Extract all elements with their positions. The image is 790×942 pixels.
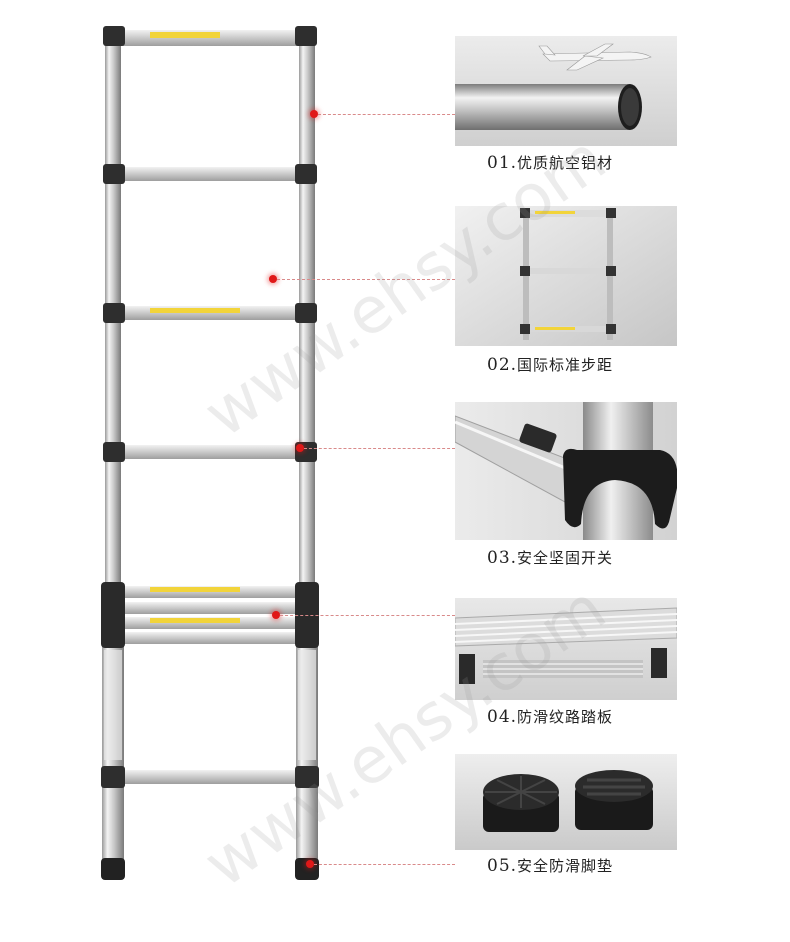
marker-dot-3 [296, 444, 304, 452]
feature-caption-1: 01.优质航空铝材 [487, 152, 613, 173]
feature-number-2: 02. [487, 355, 518, 375]
leader-line-3 [304, 448, 455, 449]
leader-line-1 [318, 114, 455, 115]
marker-dot-4 [272, 611, 280, 619]
step-distance-panel [455, 206, 677, 346]
feature-text-3: 安全坚固开关 [517, 549, 614, 567]
leader-line-2 [277, 279, 455, 280]
telescopic-ladder-image [101, 26, 319, 880]
marker-dot-2 [269, 275, 277, 283]
leader-line-5 [314, 864, 455, 865]
feature-caption-3: 03.安全坚固开关 [487, 547, 613, 568]
feature-number-1: 01. [487, 153, 518, 173]
anti-slip-tread-panel [455, 598, 677, 700]
safety-switch-panel [455, 402, 677, 540]
feature-caption-4: 04.防滑纹路踏板 [487, 706, 613, 727]
feature-number-5: 05. [487, 856, 518, 876]
feature-caption-5: 05.安全防滑脚垫 [487, 855, 613, 876]
feature-text-5: 安全防滑脚垫 [517, 857, 614, 875]
aluminium-tube-panel [455, 36, 677, 146]
feature-number-4: 04. [487, 707, 518, 727]
leader-line-4 [280, 615, 455, 616]
marker-dot-1 [310, 110, 318, 118]
feature-text-4: 防滑纹路踏板 [517, 708, 614, 726]
marker-dot-5 [306, 860, 314, 868]
feature-caption-2: 02.国际标准步距 [487, 354, 613, 375]
feature-text-1: 优质航空铝材 [517, 154, 614, 172]
airplane-icon [538, 43, 652, 71]
feature-text-2: 国际标准步距 [517, 356, 614, 374]
anti-slip-feet-panel [455, 754, 677, 850]
feature-number-3: 03. [487, 548, 518, 568]
